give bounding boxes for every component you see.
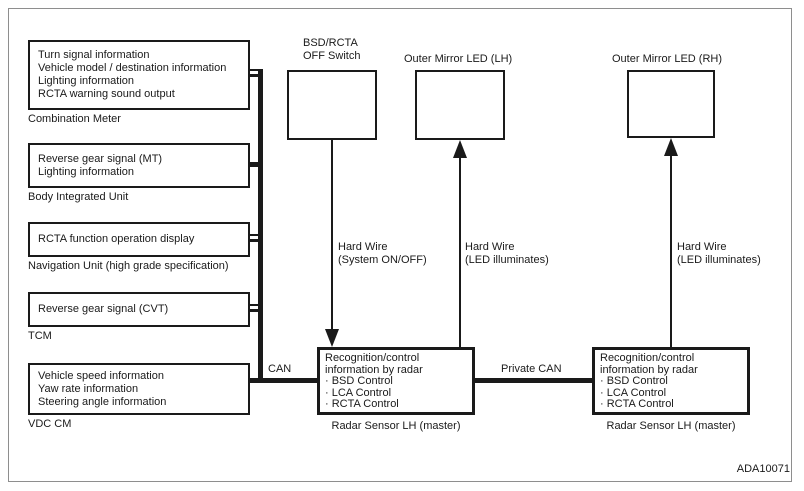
tcm-label: TCM — [28, 330, 52, 342]
bsd-rcta-switch-title: BSD/RCTA OFF Switch — [303, 37, 361, 62]
radar-sensor-left-label: Radar Sensor LH (master) — [331, 420, 461, 432]
unit-signal: RCTA function operation display — [38, 233, 195, 245]
bus-connector-navigation-unit — [248, 234, 262, 242]
private-can-label: Private CAN — [501, 363, 562, 375]
arrow-down-icon — [325, 329, 339, 347]
unit-signal: RCTA warning sound output — [38, 88, 175, 100]
unit-signal: Lighting information — [38, 165, 135, 178]
bsd-rcta-switch-box — [287, 70, 377, 140]
figure-code: ADA10071 — [736, 463, 790, 475]
hard-wire-led-rh-label: Hard Wire (LED illuminates) — [677, 241, 761, 266]
bus-connector-tcm — [248, 304, 262, 312]
unit-signal: Steering angle information — [38, 395, 167, 408]
tcm-box: Reverse gear signal (CVT) — [28, 292, 250, 327]
unit-signal: Yaw rate information — [38, 382, 139, 395]
body-integrated-unit-box: Reverse gear signal (MT) Lighting inform… — [28, 143, 250, 188]
outer-mirror-led-rh-label: Outer Mirror LED (RH) — [612, 53, 723, 65]
arrow-up-icon — [664, 138, 678, 156]
radar-sensor-right-label: Radar Sensor LH (master) — [606, 420, 736, 432]
unit-signal: Vehicle speed information — [38, 369, 164, 382]
outer-mirror-led-rh-box — [627, 70, 715, 138]
unit-signal: Reverse gear signal (CVT) — [38, 303, 169, 315]
outer-mirror-led-lh-box — [415, 70, 505, 140]
unit-signal: Turn signal information — [38, 49, 150, 61]
unit-signal: Reverse gear signal (MT) — [38, 152, 163, 165]
led-rh-wire-line — [670, 153, 672, 347]
diagram-frame — [8, 8, 792, 482]
body-integrated-unit-label: Body Integrated Unit — [28, 191, 129, 203]
navigation-unit-label: Navigation Unit (high grade specificatio… — [28, 260, 229, 272]
unit-signal: Vehicle model / destination information — [38, 62, 227, 74]
radar-sensor-left-box: Recognition/control information by radar… — [317, 347, 475, 415]
hard-wire-switch-label: Hard Wire (System ON/OFF) — [338, 241, 427, 266]
can-bus-vertical-line — [258, 69, 263, 383]
combination-meter-label: Combination Meter — [28, 113, 121, 125]
navigation-unit-box: RCTA function operation display — [28, 222, 250, 257]
switch-wire-line — [331, 140, 333, 330]
private-can-line — [475, 378, 592, 383]
combination-meter-box: Turn signal information Vehicle model / … — [28, 40, 250, 110]
outer-mirror-led-lh-label: Outer Mirror LED (LH) — [404, 53, 513, 65]
bus-connector-combination-meter — [248, 69, 262, 77]
led-lh-wire-line — [459, 155, 461, 347]
vdc-cm-box: Vehicle speed information Yaw rate infor… — [28, 363, 250, 415]
can-bus-line — [250, 378, 320, 383]
bus-connector-body-integrated-unit — [248, 162, 262, 167]
hard-wire-led-lh-label: Hard Wire (LED illuminates) — [465, 241, 549, 266]
radar-sensor-right-box: Recognition/control information by radar… — [592, 347, 750, 415]
can-label: CAN — [268, 363, 292, 375]
vdc-cm-label: VDC CM — [28, 418, 72, 430]
arrow-up-icon — [453, 140, 467, 158]
unit-signal: Lighting information — [38, 75, 135, 87]
